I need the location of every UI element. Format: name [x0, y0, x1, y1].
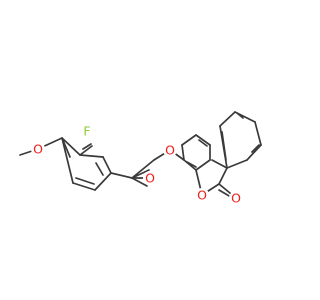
bond-16	[131, 177, 148, 187]
bond-12	[61, 137, 71, 158]
bond-18	[131, 159, 155, 179]
bond-41	[251, 144, 260, 153]
bond-35	[226, 159, 248, 169]
atom-bg-2	[143, 171, 157, 185]
bond-3	[79, 145, 93, 156]
bond-24	[195, 159, 211, 171]
bond-28	[186, 161, 197, 168]
bond-37	[254, 121, 262, 146]
bond-43	[221, 131, 227, 161]
bond-21	[181, 144, 185, 161]
bond-39	[219, 111, 236, 127]
atom-label-o: O	[145, 171, 155, 186]
atom-label-o: O	[231, 191, 241, 206]
bond-22	[181, 134, 197, 146]
bond-34	[211, 159, 228, 169]
atom-label-f: F	[83, 124, 90, 139]
bond-14	[110, 172, 133, 179]
atom-label-o: O	[165, 143, 175, 158]
bond-7	[95, 162, 104, 176]
atom-bg-5	[229, 191, 243, 205]
atom-bg-1	[31, 142, 45, 156]
bond-6	[102, 156, 112, 174]
bond-33	[218, 167, 228, 185]
bond-10	[75, 177, 95, 185]
bond-8	[94, 172, 112, 191]
bond-26	[195, 134, 211, 146]
bond-36	[246, 144, 262, 161]
bond-5	[79, 154, 104, 158]
atom-bg-3	[163, 143, 177, 157]
bond-4	[82, 143, 92, 150]
bond-23	[183, 159, 197, 171]
bond-2	[61, 137, 81, 156]
atom-label-o: O	[33, 142, 43, 157]
bond-27	[198, 139, 208, 147]
bond-11	[61, 137, 74, 184]
bond-42	[236, 112, 244, 119]
atom-label-o: O	[197, 188, 207, 203]
atom-bg-0	[80, 124, 94, 138]
atom-bg-4	[195, 188, 209, 202]
bond-9	[72, 182, 96, 191]
